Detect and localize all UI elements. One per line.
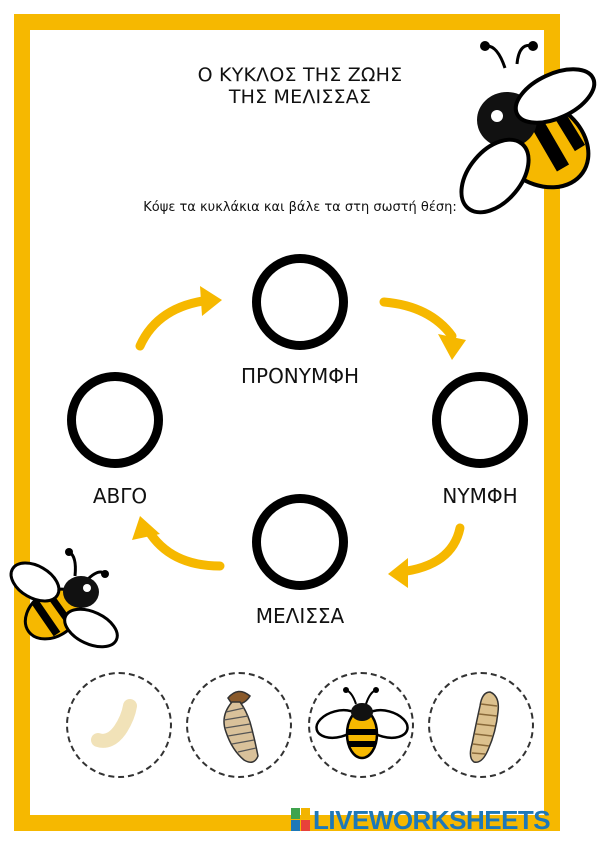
liveworksheets-logo[interactable]: LIVEWORKSHEETS [291, 805, 551, 835]
stage-label-bee: ΜΕΛΙΣΣΑ [255, 604, 345, 628]
cutout-egg[interactable] [66, 672, 172, 778]
pupa-icon [469, 691, 500, 763]
cutout-bee[interactable] [308, 672, 414, 778]
arrow-pupa-to-bee [395, 523, 465, 577]
drop-circle-egg[interactable] [67, 372, 163, 468]
drop-circle-pupa[interactable] [432, 372, 528, 468]
drop-circle-bee[interactable] [252, 494, 348, 590]
page-subtitle: ΤΗΣ ΜΕΛΙΣΣΑΣ [228, 86, 372, 108]
drop-circle-larva[interactable] [252, 254, 348, 350]
bee-icon-left [9, 548, 119, 649]
logo-text: LIVEWORKSHEETS [313, 805, 551, 835]
egg-icon [91, 699, 137, 748]
arrow-egg-to-larva [135, 295, 215, 351]
page-title: Ο ΚΥΚΛΟΣ ΤΗΣ ΖΩΗΣ [197, 64, 403, 86]
bee-icon [315, 687, 409, 760]
stage-label-pupa: ΝΥΜΦΗ [442, 484, 518, 508]
bee-icon-top-right [459, 41, 597, 215]
instruction-text: Κόψε τα κυκλάκια και βάλε τα στη σωστή θ… [143, 200, 457, 215]
logo-badge-icon [291, 808, 311, 832]
stage-label-egg: ΑΒΓΟ [92, 484, 148, 508]
arrow-bee-to-egg [143, 525, 225, 571]
larva-icon [223, 690, 259, 763]
cutout-larva[interactable] [186, 672, 292, 778]
arrow-larva-to-pupa [379, 297, 457, 341]
stage-label-larva: ΠΡΟΝΥΜΦΗ [240, 364, 360, 388]
cutout-pupa[interactable] [428, 672, 534, 778]
